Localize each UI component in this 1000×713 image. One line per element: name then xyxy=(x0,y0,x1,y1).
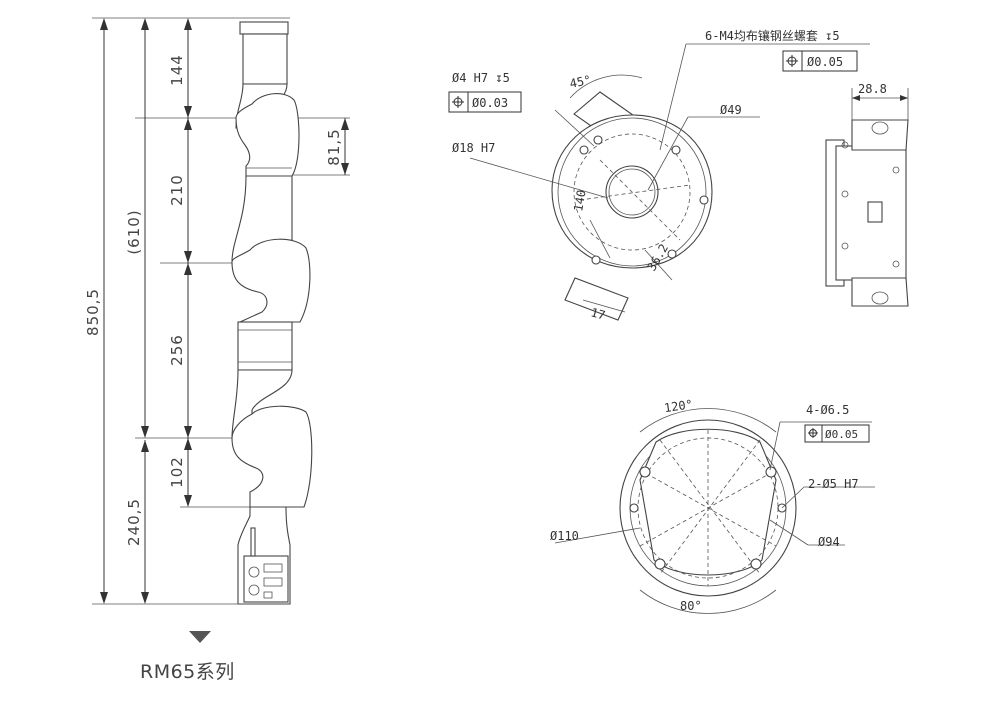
dim-line-segments xyxy=(184,18,192,507)
dim-forearm: 256 xyxy=(168,334,186,366)
arm-view: 850,5 (610) 240,5 144 210 256 102 81,5 xyxy=(84,17,350,605)
dim-line-base xyxy=(141,440,149,604)
flange-hole-tolerance: Ø0.03 xyxy=(472,96,508,110)
base-view: 120° 80° 4-Ø6.5 Ø0.05 2-Ø5 H7 Ø110 Ø94 xyxy=(550,397,875,614)
flange-span: 140 xyxy=(571,189,589,213)
base-mount-tolerance: Ø0.05 xyxy=(825,428,858,441)
flange-width: 17 xyxy=(589,305,607,322)
flange-thread-tolerance-frame xyxy=(782,50,858,72)
flange-thread-note: 6-M4均布镶钢丝螺套 ↧5 xyxy=(705,28,840,43)
dim-overall: 850,5 xyxy=(84,288,102,336)
dim-line-reach xyxy=(141,18,149,438)
down-triangle-icon xyxy=(189,631,211,643)
flange-hole-note: Ø4 H7 ↧5 xyxy=(452,71,510,85)
flange-pcd: Ø49 xyxy=(720,103,742,117)
robot-arm-outline xyxy=(231,21,313,605)
series-caption: RM65系列 xyxy=(140,661,235,683)
position-tolerance-icon xyxy=(786,55,798,67)
base-pcd: Ø94 xyxy=(818,535,840,549)
base-dowel-holes: 2-Ø5 H7 xyxy=(808,477,859,491)
dim-line-offset xyxy=(341,118,349,175)
flange-angle: 45° xyxy=(568,73,592,91)
dim-top-joint: 144 xyxy=(168,54,186,86)
dim-wrist: 102 xyxy=(168,456,186,488)
dim-reach: (610) xyxy=(125,209,143,254)
base-outer-dia: Ø110 xyxy=(550,529,579,543)
dim-line-overall xyxy=(100,18,108,604)
side-width: 28.8 xyxy=(858,82,887,96)
side-view: 28.8 xyxy=(825,82,909,307)
position-tolerance-icon xyxy=(808,428,818,438)
flange-view: Ø4 H7 ↧5 Ø0.03 Ø18 H7 45° 6-M4均布镶钢丝螺套 ↧5… xyxy=(448,28,870,323)
base-mount-holes-note: 4-Ø6.5 xyxy=(806,403,849,417)
flange-hole-tolerance-frame xyxy=(448,91,522,113)
position-tolerance-icon xyxy=(452,96,464,108)
flange-thread-tolerance: Ø0.05 xyxy=(807,55,843,69)
base-angle-top: 120° xyxy=(663,397,694,415)
flange-mount-holes xyxy=(579,135,709,265)
base-angle-bottom: 80° xyxy=(680,599,702,613)
dim-upper-arm: 210 xyxy=(168,174,186,206)
flange-bore: Ø18 H7 xyxy=(452,141,495,155)
base-tolerance-frame xyxy=(804,424,870,443)
dim-base-section: 240,5 xyxy=(125,498,143,546)
dim-offset: 81,5 xyxy=(325,128,343,165)
